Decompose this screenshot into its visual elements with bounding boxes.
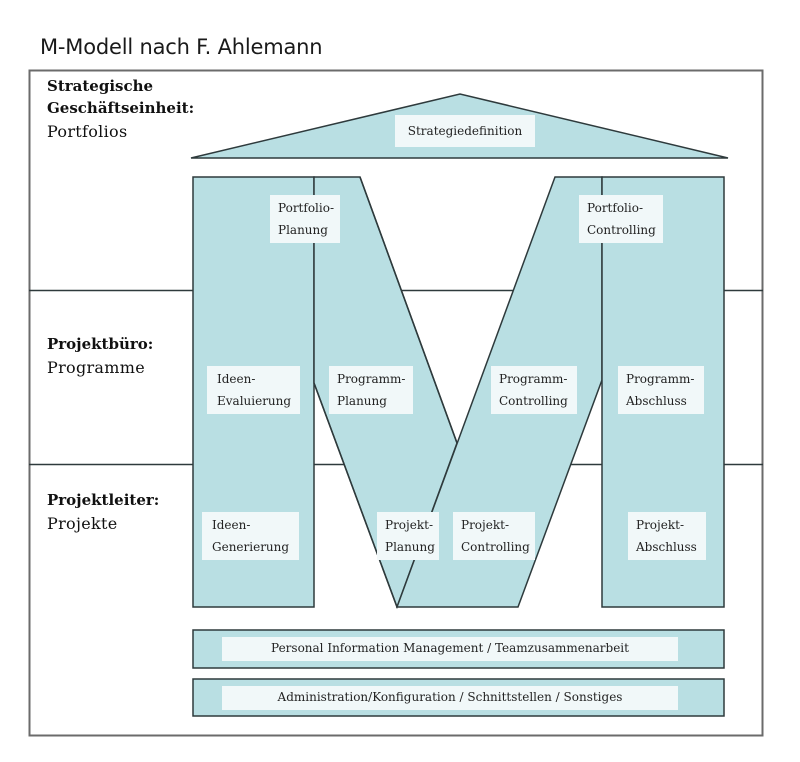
phase-line: Portfolio- [278, 201, 334, 215]
phase-line: Abschluss [626, 394, 687, 408]
diagram-title: M-Modell nach F. Ahlemann [40, 35, 323, 59]
phase-line: Controlling [587, 223, 656, 237]
phase-line: Ideen- [217, 372, 256, 386]
phase-line: Generierung [212, 540, 290, 554]
foundation-label-admin: Administration/Konfiguration / Schnittst… [222, 686, 678, 710]
level-strategic-business-unit: Strategische Geschäftseinheit: Portfolio… [47, 75, 194, 145]
left-band-inner-edge [359, 176, 458, 444]
phase-programm-controlling: Programm- Controlling [491, 366, 577, 414]
phase-line: Programm- [337, 372, 406, 386]
phase-ideen-evaluierung: Ideen- Evaluierung [207, 366, 300, 414]
level-heading: Geschäftseinheit: [47, 99, 195, 117]
phase-projekt-planung: Projekt- Planung [377, 512, 439, 560]
phase-line: Abschluss [636, 540, 697, 554]
phase-line: Planung [337, 394, 387, 408]
phase-line: Programm- [499, 372, 568, 386]
phase-line: Portfolio- [587, 201, 643, 215]
phase-ideen-generierung: Ideen- Generierung [202, 512, 299, 560]
phase-line: Projekt- [636, 518, 685, 532]
foundation-label-pim: Personal Information Management / Teamzu… [222, 637, 678, 661]
left-band-edge [313, 382, 398, 608]
level-heading: Projektbüro: [47, 335, 154, 353]
phase-line: Controlling [461, 540, 530, 554]
phase-portfolio-planung: Portfolio- Planung [270, 195, 340, 243]
level-heading: Strategische [47, 77, 154, 95]
level-project-manager: Projektleiter: Projekte [47, 489, 159, 537]
phase-line: Planung [385, 540, 435, 554]
phase-line: Projekt- [385, 518, 434, 532]
phase-line: Ideen- [212, 518, 251, 532]
phase-programm-planung: Programm- Planung [329, 366, 413, 414]
phase-projekt-controlling: Projekt- Controlling [453, 512, 535, 560]
phase-portfolio-controlling: Portfolio- Controlling [579, 195, 663, 243]
phase-line: Programm- [626, 372, 695, 386]
strategy-definition-label: Strategiedefinition [395, 115, 535, 147]
level-heading: Projektleiter: [47, 491, 160, 509]
level-object: Projekte [47, 514, 118, 533]
phase-projekt-abschluss: Projekt- Abschluss [628, 512, 706, 560]
phase-line: Projekt- [461, 518, 510, 532]
phase-line: Controlling [499, 394, 568, 408]
level-project-office: Projektbüro: Programme [47, 333, 153, 381]
phase-line: Planung [278, 223, 328, 237]
phase-line: Evaluierung [217, 394, 292, 408]
level-object: Portfolios [47, 122, 128, 141]
level-object: Programme [47, 358, 145, 377]
phase-programm-abschluss: Programm- Abschluss [618, 366, 704, 414]
